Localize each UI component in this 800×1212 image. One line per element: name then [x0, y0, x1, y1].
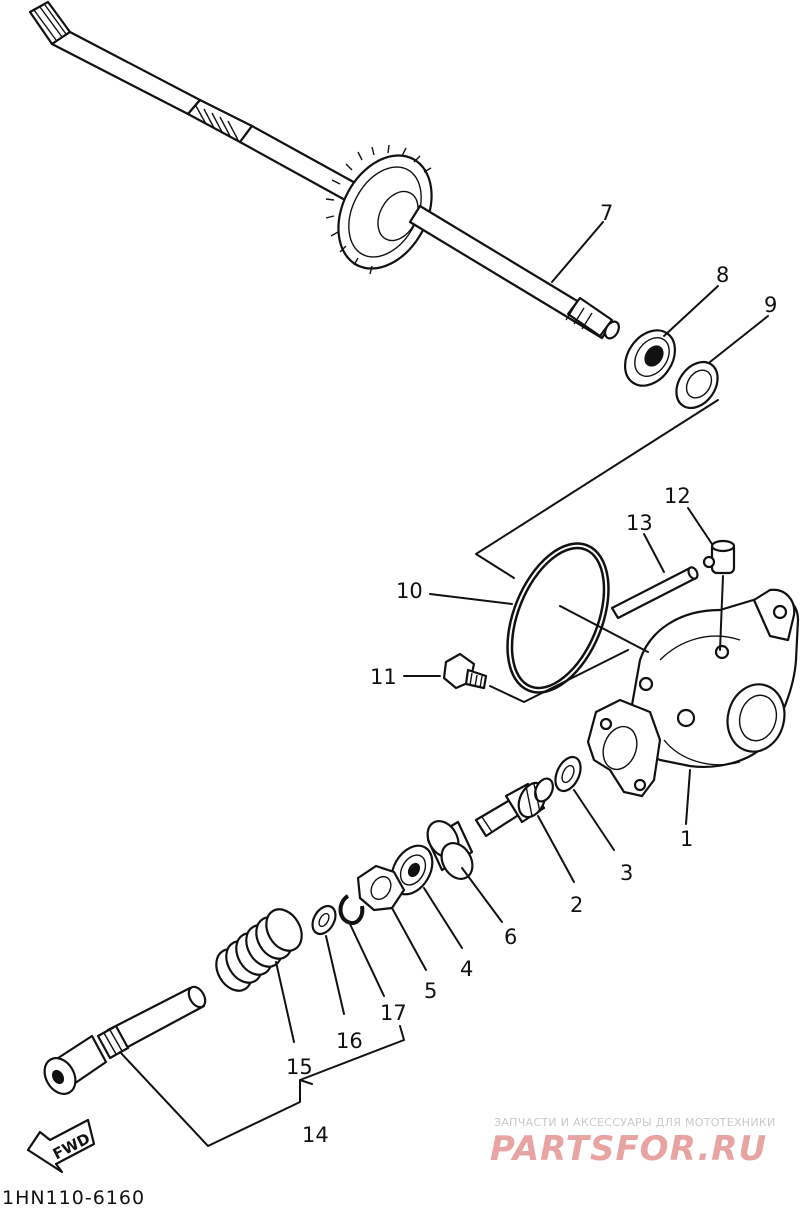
callout-12: 12 — [664, 484, 691, 508]
watermark: ЗАПЧАСТИ И АКСЕССУАРЫ ДЛЯ МОТОТЕХНИКИ PA… — [490, 1116, 776, 1169]
callout-2: 2 — [570, 893, 583, 917]
spring-part-15 — [215, 908, 303, 992]
fwd-direction-arrow: FWD — [26, 1118, 96, 1174]
washer-part-16 — [311, 904, 337, 936]
collar-part-6 — [426, 820, 474, 880]
callout-1: 1 — [680, 827, 693, 851]
circlip-part-17 — [338, 894, 365, 925]
shaft-assembly-part-14 — [43, 985, 207, 1095]
callout-10: 10 — [396, 579, 423, 603]
callout-5: 5 — [424, 979, 437, 1003]
housing-part-1 — [586, 588, 800, 798]
nipple-part-12 — [702, 539, 736, 575]
callout-numbers: 7 8 9 12 13 10 11 1 3 2 6 4 5 17 16 15 1… — [286, 201, 777, 1147]
shaft-part-7 — [28, 0, 620, 340]
drawing-code: 1HN110-6160 — [2, 1187, 145, 1208]
callout-11: 11 — [370, 665, 397, 689]
callout-17: 17 — [380, 1001, 407, 1025]
leader-lines — [119, 221, 769, 1147]
seal-part-9 — [675, 360, 719, 410]
callout-9: 9 — [764, 293, 777, 317]
bearing-part-8 — [623, 329, 677, 387]
washer-part-3 — [554, 755, 582, 793]
pin-part-13 — [610, 566, 699, 620]
bolt-part-11 — [442, 652, 488, 690]
callout-6: 6 — [504, 925, 517, 949]
callout-13: 13 — [626, 511, 653, 535]
callout-14: 14 — [302, 1123, 329, 1147]
watermark-tagline: ЗАПЧАСТИ И АКСЕССУАРЫ ДЛЯ МОТОТЕХНИКИ — [494, 1116, 776, 1129]
callout-16: 16 — [336, 1029, 363, 1053]
callout-15: 15 — [286, 1055, 313, 1079]
o-ring-part-10 — [506, 542, 610, 694]
callout-8: 8 — [716, 263, 729, 287]
pinion-shaft-part-2 — [474, 777, 554, 838]
callout-4: 4 — [460, 957, 473, 981]
callout-3: 3 — [620, 861, 633, 885]
nut-part-5 — [356, 864, 406, 912]
callout-7: 7 — [600, 201, 613, 225]
watermark-brand: PARTSFOR.RU — [490, 1129, 767, 1169]
